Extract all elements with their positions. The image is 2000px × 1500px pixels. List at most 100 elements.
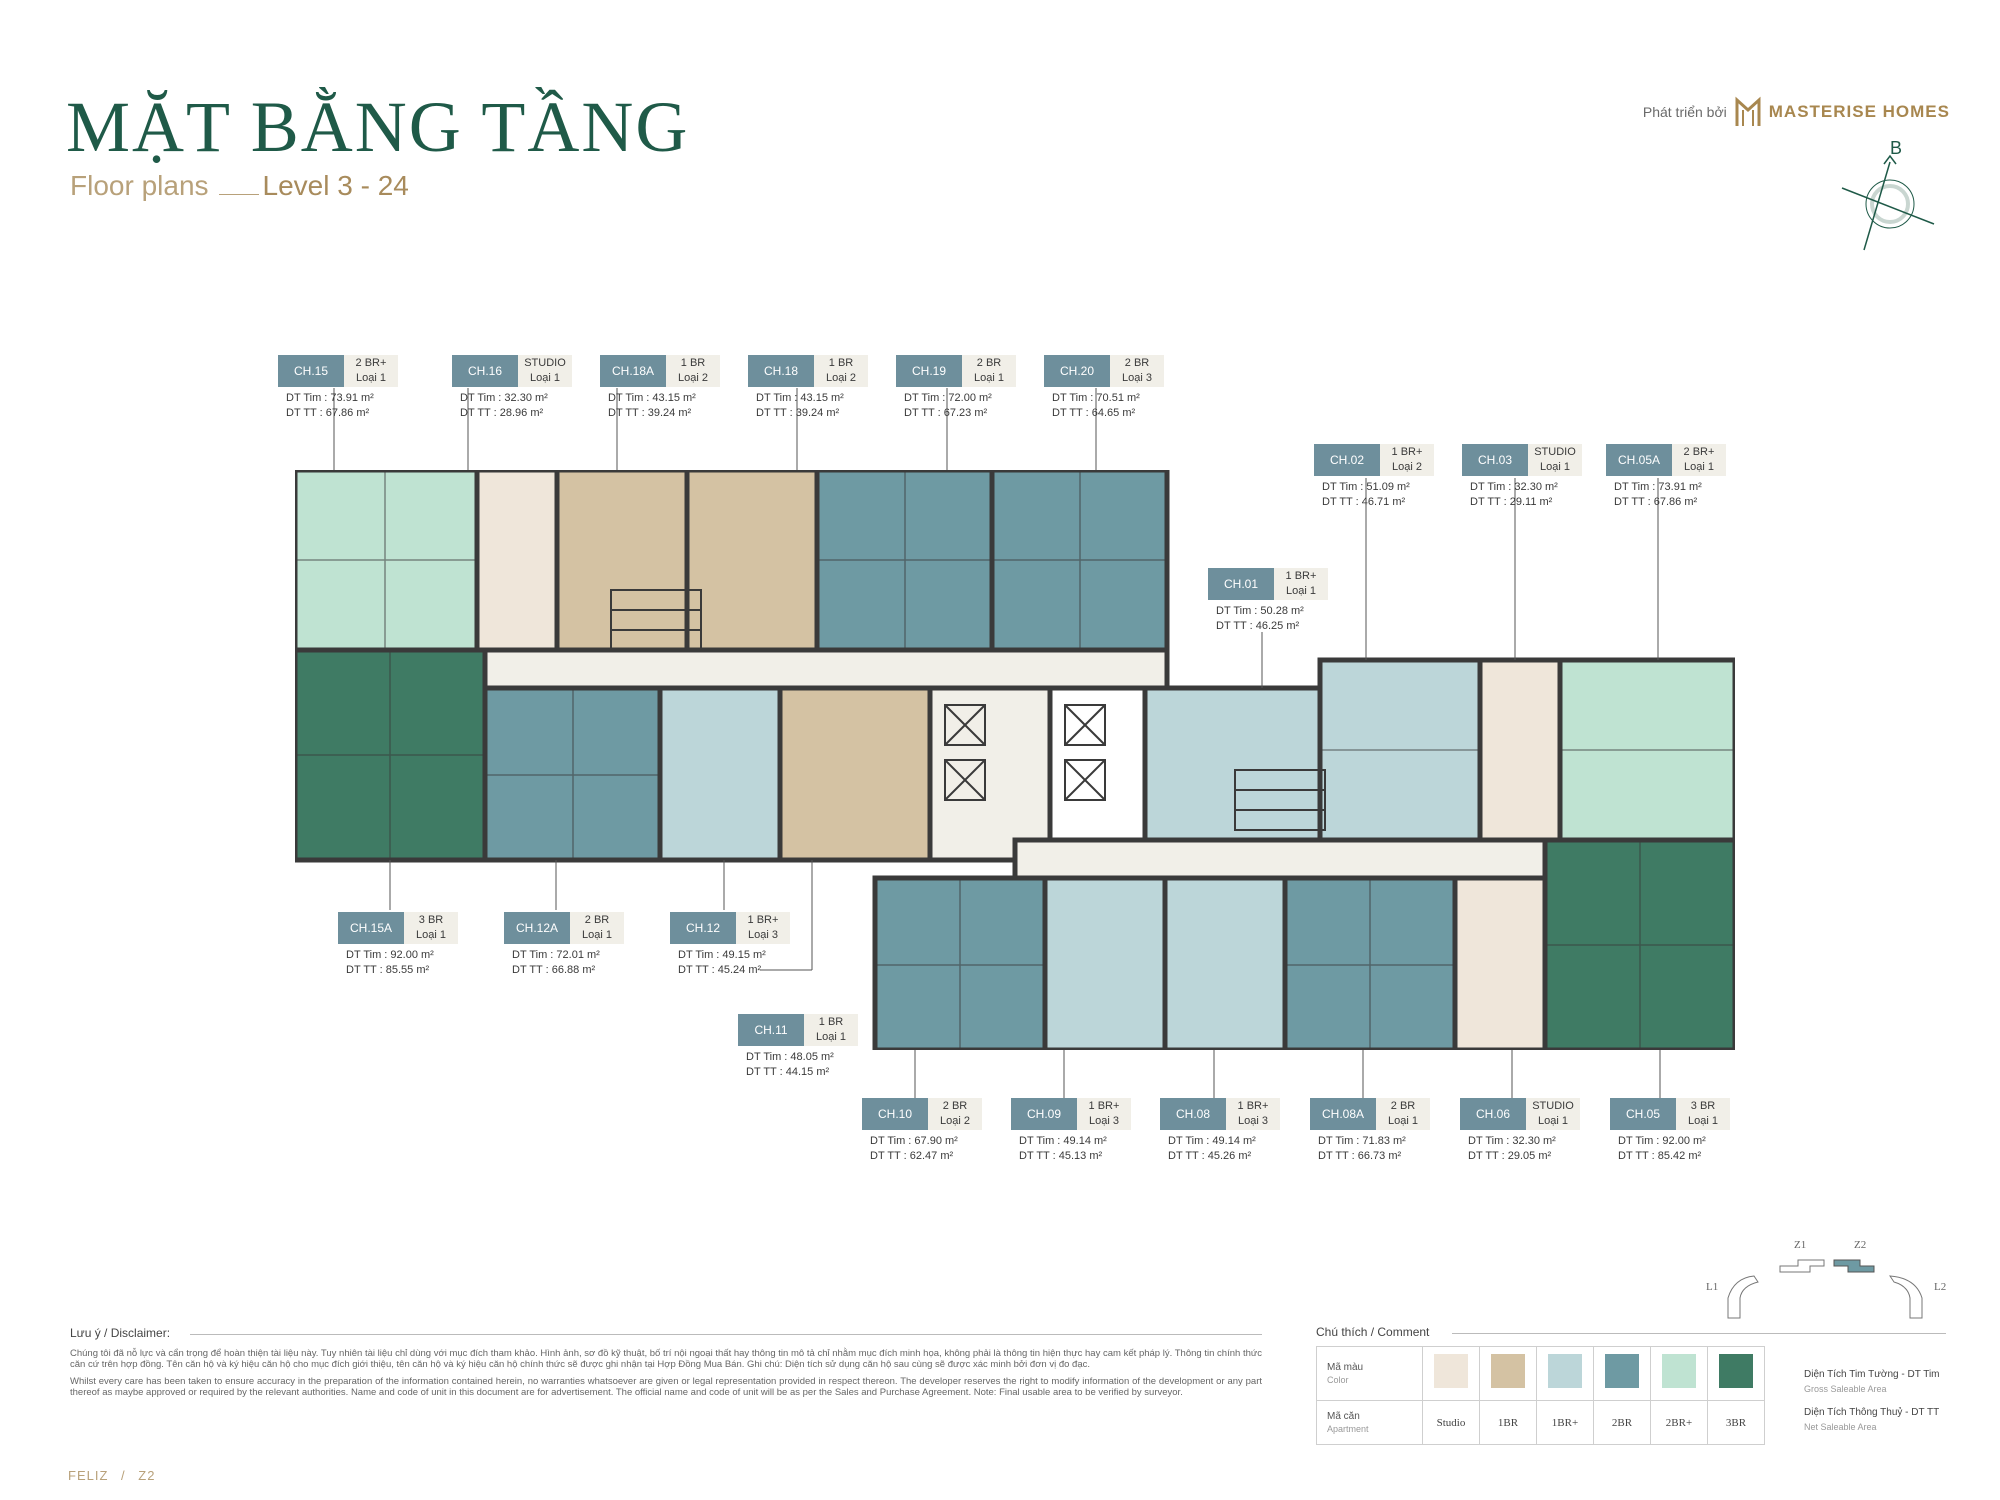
unit-code: CH.09 [1011, 1098, 1077, 1130]
unit-code: CH.16 [452, 355, 518, 387]
unit-code: CH.11 [738, 1014, 804, 1046]
disclaimer-body: Chúng tôi đã nỗ lực và cẩn trọng để hoàn… [70, 1348, 1262, 1398]
gross-area: DT Tim : 49.14 m² [1019, 1135, 1107, 1147]
legend-swatch-1br-plus [1536, 1346, 1594, 1401]
subtitle-text: Floor plans [70, 170, 209, 201]
unit-code: CH.19 [896, 355, 962, 387]
unit-type: 1 BR+ [1391, 446, 1423, 458]
net-area: DT TT : 39.24 m² [608, 407, 692, 419]
unit-type: 3 BR [1690, 1100, 1716, 1112]
disclaimer-en: Whilst every care has been taken to ensu… [70, 1376, 1262, 1398]
legend-type-2br: 2BR [1593, 1400, 1651, 1445]
net-area: DT TT : 66.88 m² [512, 964, 596, 976]
unit-ch18-plan [684, 470, 820, 653]
unit-variant: Loại 1 [1540, 461, 1570, 473]
net-area: DT TT : 45.26 m² [1168, 1150, 1252, 1162]
gross-area: DT Tim : 71.83 m² [1318, 1135, 1406, 1147]
unit-code: CH.12 [670, 912, 736, 944]
unit-variant: Loại 1 [974, 372, 1004, 384]
gross-area: DT Tim : 49.15 m² [678, 949, 766, 961]
unit-variant: Loại 1 [1684, 461, 1714, 473]
net-area: DT TT : 85.55 m² [346, 964, 430, 976]
gross-area: DT Tim : 51.09 m² [1322, 481, 1410, 493]
net-area: DT TT : 29.11 m² [1470, 496, 1553, 508]
project-name: FELIZ [68, 1468, 109, 1483]
unit-type: 1 BR+ [1088, 1100, 1120, 1112]
legend-type-1br-plus: 1BR+ [1536, 1400, 1594, 1445]
unit-code: CH.10 [862, 1098, 928, 1130]
unit-ch09-plan [1042, 875, 1168, 1050]
developer-name: MASTERISE HOMES [1768, 102, 1950, 121]
legend-type-2br-plus: 2BR+ [1650, 1400, 1708, 1445]
legend-swatch-studio [1422, 1346, 1480, 1401]
corridor-lower [1012, 837, 1608, 881]
keymap-z2: Z2 [1854, 1239, 1866, 1251]
unit-type: STUDIO [1534, 446, 1576, 458]
unit-variant: Loại 1 [1538, 1115, 1568, 1127]
unit-variant: Loại 1 [582, 929, 612, 941]
gross-area: DT Tim : 72.00 m² [904, 392, 992, 404]
gross-area: DT Tim : 43.15 m² [756, 392, 844, 404]
net-area: DT TT : 66.73 m² [1318, 1150, 1402, 1162]
keymap-l2: L2 [1934, 1281, 1946, 1293]
unit-code: CH.15 [278, 355, 344, 387]
unit-type: 2 BR [976, 357, 1002, 369]
unit-variant: Loại 2 [826, 372, 856, 384]
net-area: DT TT : 67.23 m² [904, 407, 988, 419]
net-area: DT TT : 45.24 m² [678, 964, 762, 976]
unit-ch08-plan [1162, 875, 1288, 1050]
lift-core-left [927, 685, 1053, 863]
unit-variant: Loại 1 [1286, 585, 1316, 597]
legend-type-3br: 3BR [1707, 1400, 1765, 1445]
gross-area: DT Tim : 70.51 m² [1052, 392, 1140, 404]
gross-area: DT Tim : 73.91 m² [1614, 481, 1702, 493]
unit-variant: Loại 1 [1688, 1115, 1718, 1127]
zone-name: Z2 [138, 1468, 156, 1483]
unit-variant: Loại 3 [1238, 1115, 1268, 1127]
unit-code: CH.06 [1460, 1098, 1526, 1130]
net-area: DT TT : 67.86 m² [286, 407, 370, 419]
floor-plan-drawing [295, 470, 1735, 1050]
unit-variant: Loại 3 [1122, 372, 1152, 384]
unit-type: 2 BR [1124, 357, 1150, 369]
legend-swatch-1br [1479, 1346, 1537, 1401]
gross-area: DT Tim : 32.30 m² [1470, 481, 1558, 493]
gross-area: DT Tim : 50.28 m² [1216, 605, 1304, 617]
gross-area: DT Tim : 32.30 m² [1468, 1135, 1556, 1147]
unit-ch03-plan [1477, 657, 1563, 843]
developer-credit: Phát triển bởi MASTERISE HOMES [1643, 96, 1950, 128]
keymap-l1: L1 [1706, 1281, 1718, 1293]
compass-north-label: B [1890, 138, 1902, 158]
unit-type: 1 BR [828, 357, 854, 369]
legend-type-1br: 1BR [1479, 1400, 1537, 1445]
unit-code: CH.01 [1208, 568, 1274, 600]
unit-type: 1 BR [680, 357, 706, 369]
unit-ch11-plan [777, 685, 933, 863]
gross-area: DT Tim : 72.01 m² [512, 949, 600, 961]
net-area: DT TT : 46.25 m² [1216, 620, 1300, 632]
unit-code: CH.02 [1314, 444, 1380, 476]
unit-label-ch19[interactable]: CH.19 2 BR Loại 1 DT Tim : 72.00 m² DT TT :… [896, 355, 1016, 421]
